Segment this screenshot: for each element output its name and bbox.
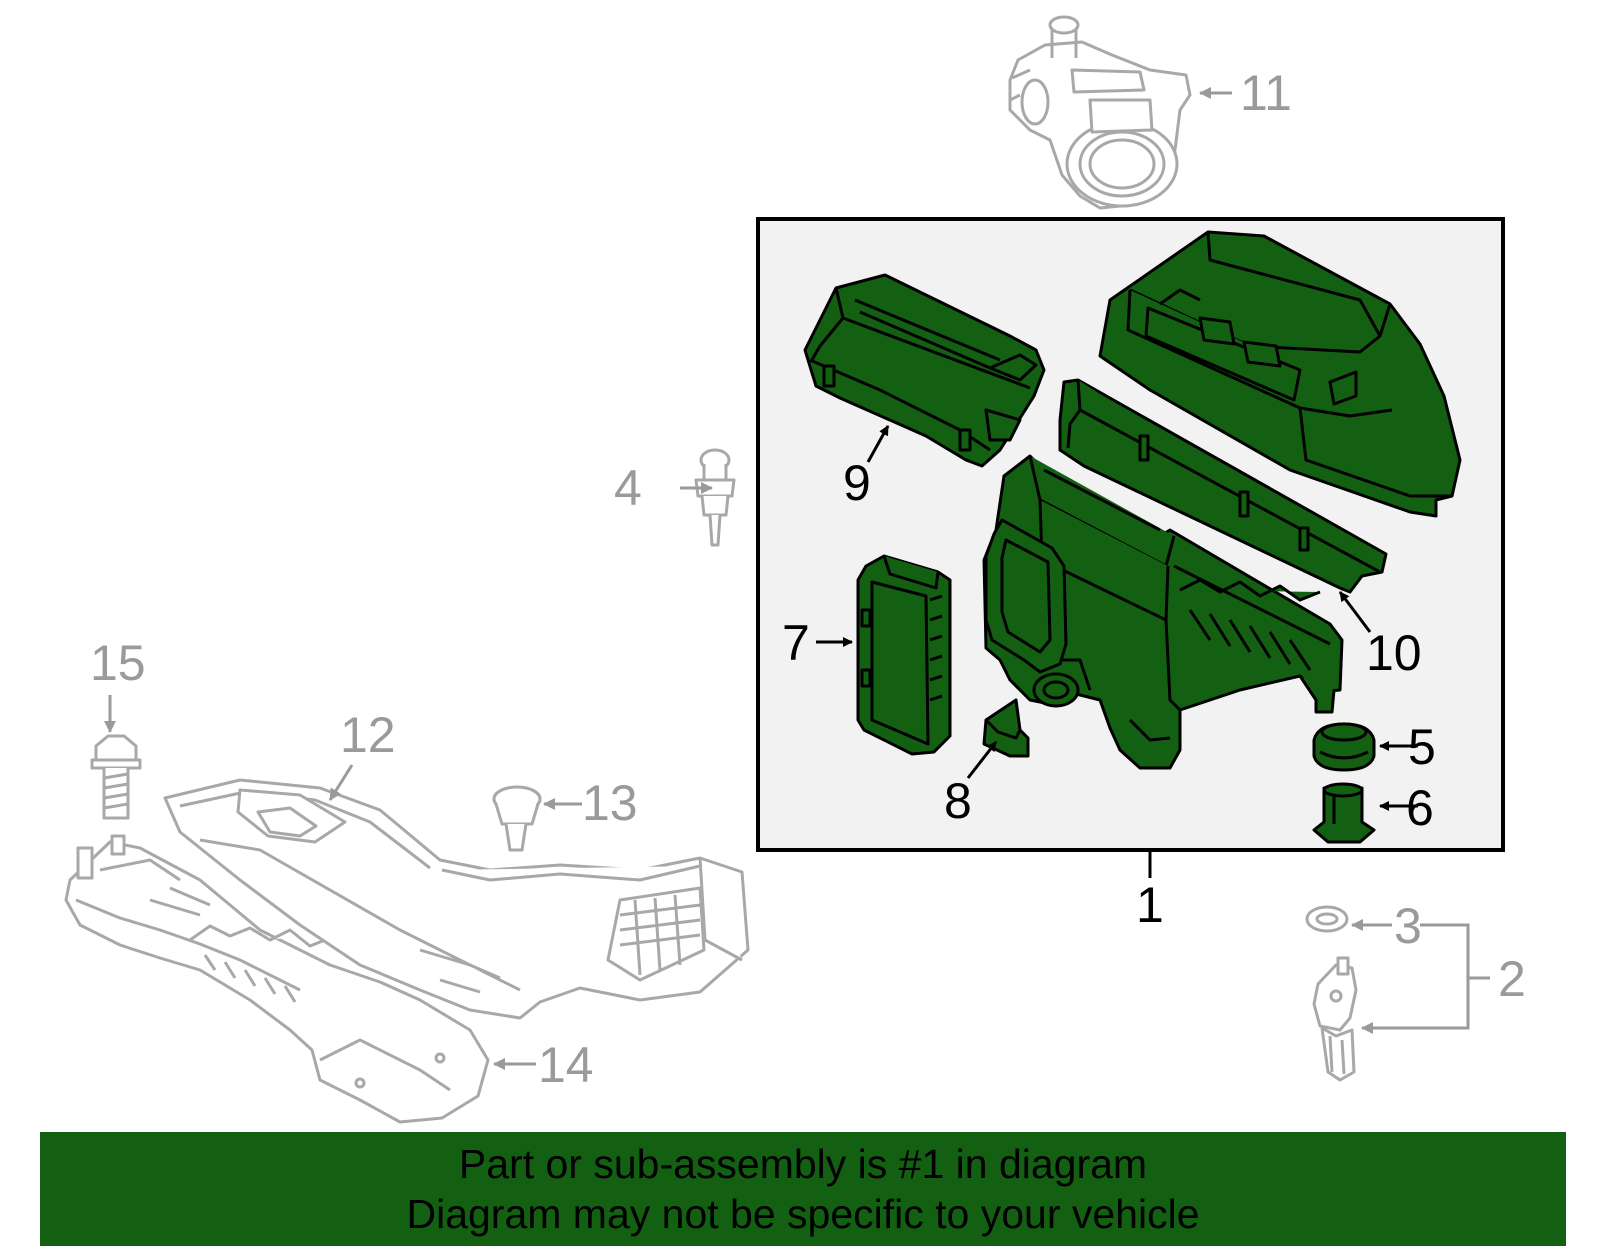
callout-labels: 1 2 3 4 5 6 7 8 9 10 11 12 13 14 15 — [90, 65, 1526, 1093]
banner-line-1: Part or sub-assembly is #1 in diagram — [458, 1141, 1148, 1187]
part-9-filter-lid — [803, 273, 1046, 468]
callout-5: 5 — [1408, 719, 1436, 775]
part-5-grommet — [1312, 722, 1376, 772]
part-10-seal-strip — [1058, 378, 1388, 594]
banner-line-2: Diagram may not be specific to your vehi… — [406, 1191, 1200, 1237]
assembly-inlet-flange — [984, 518, 1080, 708]
callout-4: 4 — [614, 460, 642, 516]
callout-3: 3 — [1394, 898, 1422, 954]
info-banner: Part or sub-assembly is #1 in diagram Di… — [40, 1132, 1566, 1246]
callout-15: 15 — [90, 635, 146, 691]
part-15-bolt — [90, 734, 142, 820]
part-7-filter-element — [856, 554, 952, 756]
callout-6: 6 — [1406, 780, 1434, 836]
part-6-bushing — [1312, 782, 1376, 844]
callout-13: 13 — [582, 775, 638, 831]
part-3-washer — [1305, 905, 1349, 933]
callout-11: 11 — [1240, 65, 1292, 121]
callout-9: 9 — [843, 455, 871, 511]
callout-1: 1 — [1136, 877, 1164, 933]
part-14-lower-bracket — [64, 834, 490, 1124]
part-12-intake-duct — [163, 778, 750, 1020]
leader-lines — [104, 87, 1490, 1070]
part-2-bracket — [1312, 956, 1358, 1082]
callout-7: 7 — [782, 615, 810, 671]
callout-8: 8 — [944, 773, 972, 829]
callout-14: 14 — [538, 1037, 594, 1093]
callout-12: 12 — [340, 707, 396, 763]
part-13-clip — [492, 785, 542, 852]
part-4-push-pin — [694, 448, 736, 547]
callout-2: 2 — [1498, 951, 1526, 1007]
part-11-throttle-body — [1008, 15, 1192, 210]
callout-10: 10 — [1366, 625, 1422, 681]
assembly-top-cover — [1098, 230, 1462, 518]
